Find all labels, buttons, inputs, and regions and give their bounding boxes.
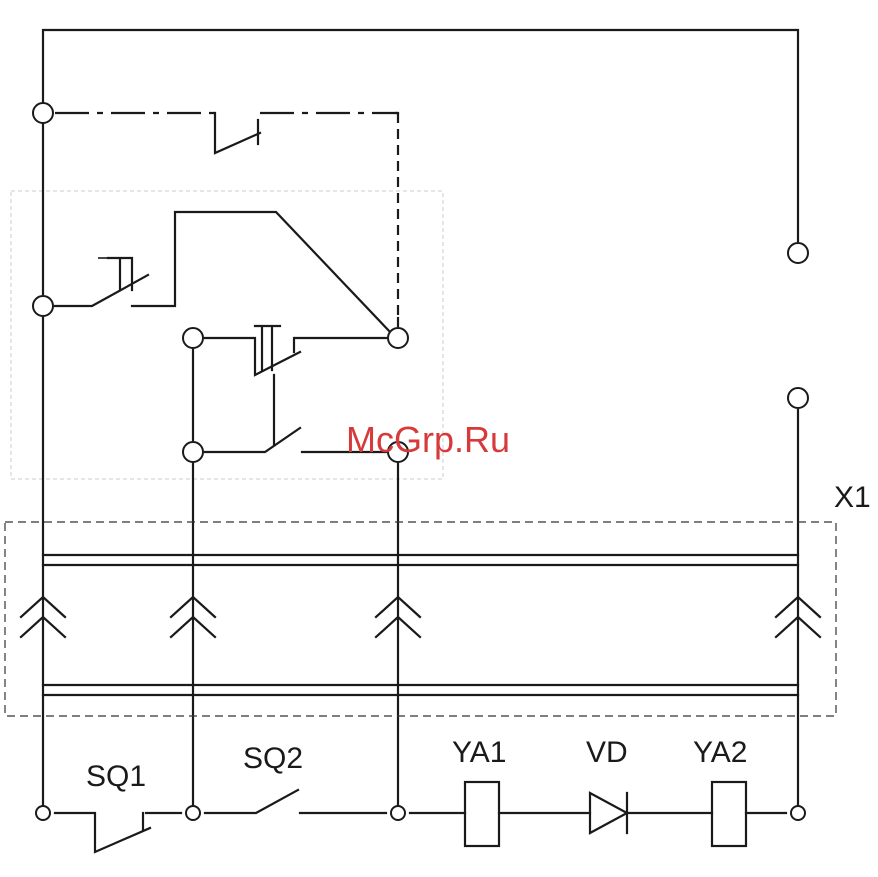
nc-contact-top bbox=[215, 113, 260, 153]
label-ya1: YA1 bbox=[452, 736, 506, 769]
ya2-coil bbox=[712, 782, 746, 846]
terminal-node bbox=[388, 328, 408, 348]
label-x1: X1 bbox=[834, 481, 871, 514]
lower-bus-lines bbox=[43, 685, 798, 695]
label-vd: VD bbox=[586, 736, 628, 769]
label-sq2: SQ2 bbox=[243, 742, 303, 775]
vd-diode bbox=[590, 793, 627, 833]
upper-bus-lines bbox=[43, 555, 798, 565]
top-loop-wire bbox=[43, 30, 798, 241]
terminal-node bbox=[788, 388, 808, 408]
terminal-node bbox=[183, 442, 203, 462]
label-ya2: YA2 bbox=[693, 736, 747, 769]
junction-node bbox=[791, 806, 805, 820]
junction-node bbox=[391, 806, 405, 820]
pushbutton-contact bbox=[55, 275, 148, 306]
connector-x1-frame bbox=[5, 522, 836, 716]
junction-node bbox=[186, 806, 200, 820]
second-pushbutton-contact bbox=[205, 338, 300, 375]
label-sq1: SQ1 bbox=[86, 760, 146, 793]
terminal-node bbox=[33, 296, 53, 316]
third-contact bbox=[205, 428, 300, 452]
ya1-coil bbox=[465, 782, 499, 846]
terminal-node bbox=[183, 328, 203, 348]
sq1-contact bbox=[55, 813, 150, 852]
diagonal-wire bbox=[132, 212, 391, 333]
sq2-contact bbox=[205, 790, 298, 813]
terminal-node bbox=[788, 243, 808, 263]
junction-node bbox=[36, 806, 50, 820]
watermark-text: McGrp.Ru bbox=[346, 419, 510, 460]
terminal-node bbox=[33, 103, 53, 123]
